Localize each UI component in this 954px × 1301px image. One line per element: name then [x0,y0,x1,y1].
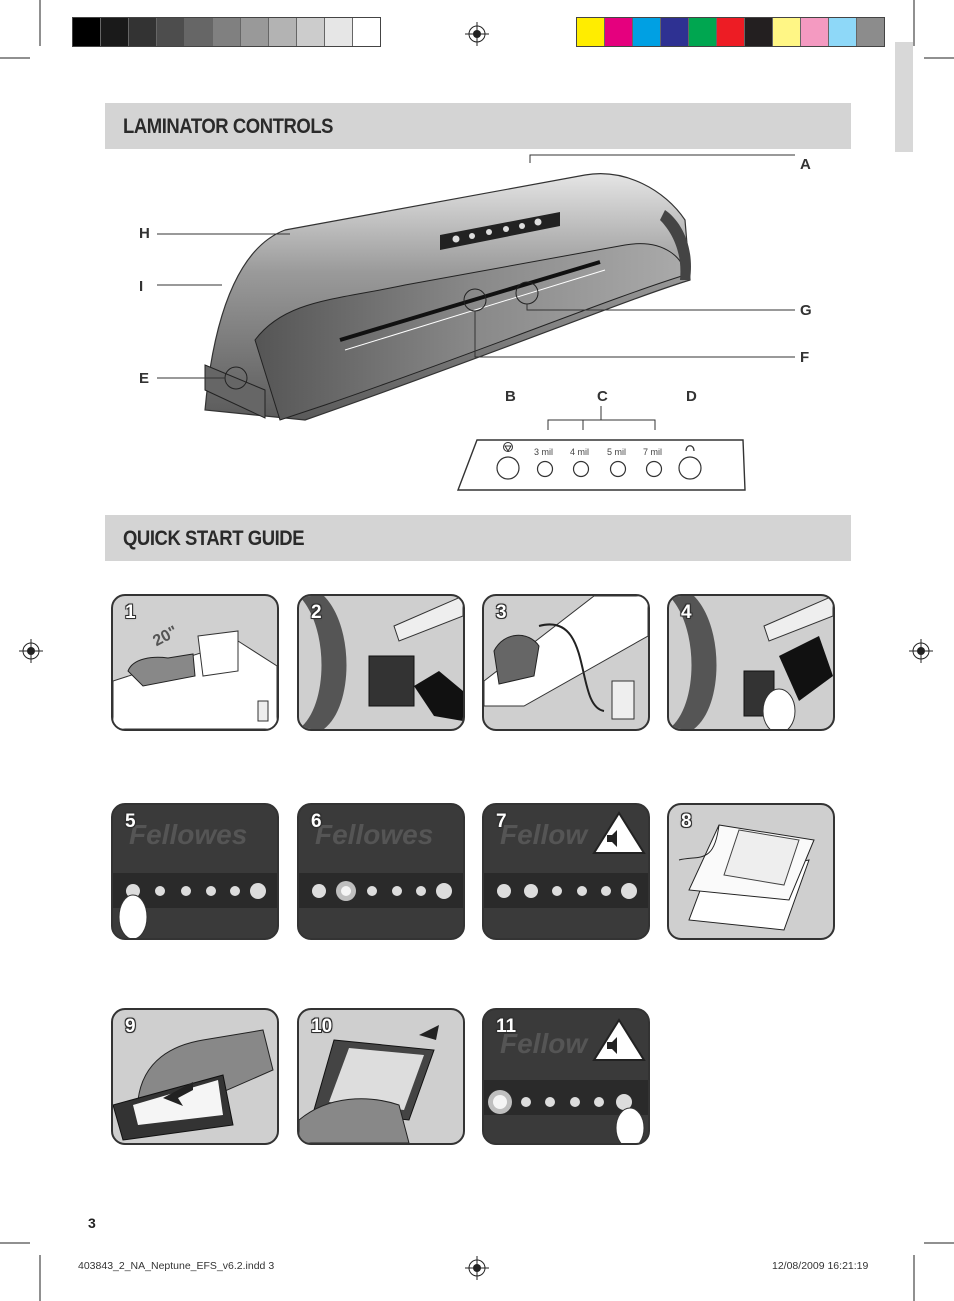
callout-h: H [139,225,150,242]
fellowes-logo-5: Fellowes [129,819,248,850]
fellowes-logo-6: Fellowes [315,819,434,850]
registration-mark-top [465,22,489,46]
fellowes-logo-7: Fellow [500,819,588,850]
step-8-number: 8 [681,811,692,832]
color-swatch [577,18,605,46]
step-9-number: 9 [125,1016,136,1037]
registration-mark-right [909,639,933,663]
thickness-5mil-label: 5 mil [607,447,627,457]
standby-heat-icon [503,442,513,452]
step-4-panel: 4 [667,594,835,731]
controls-section-header: LAMINATOR CONTROLS [105,103,851,149]
laminator-illustration [157,154,795,491]
color-swatch [829,18,857,46]
gray-color-bar [72,17,381,47]
color-swatch [745,18,773,46]
callout-d: D [686,388,697,405]
callout-i: I [139,278,144,295]
quick-start-section-header: QUICK START GUIDE [105,515,851,561]
callout-a: A [800,156,811,173]
registration-mark-bottom [465,1256,489,1280]
gray-swatch [213,18,241,46]
color-swatch [857,18,884,46]
gray-swatch [157,18,185,46]
audio-alert-icon [592,811,646,854]
step-9-panel: 9 [111,1008,279,1145]
quick-start-section-title: QUICK START GUIDE [123,527,305,550]
gray-swatch [325,18,353,46]
step-3-number: 3 [496,602,507,623]
step-2-panel: 2 [297,594,465,731]
gray-swatch [185,18,213,46]
gray-swatch [297,18,325,46]
step-10-number: 10 [311,1016,333,1037]
step-3-panel: 3 [482,594,650,731]
page-number: 3 [88,1215,96,1231]
controls-section-title: LAMINATOR CONTROLS [123,115,334,138]
file-name: 403843_2_NA_Neptune_EFS_v6.2.indd 3 [78,1260,275,1272]
callout-b: B [505,388,516,405]
color-swatch [717,18,745,46]
callout-e: E [139,370,150,387]
thickness-3mil-label: 3 mil [534,447,554,457]
thickness-4mil-label: 4 mil [570,447,590,457]
registration-mark-left [19,639,43,663]
step-1-number: 1 [125,602,136,623]
color-swatch [605,18,633,46]
step-6-number: 6 [311,811,322,832]
step-10-panel: 10 [297,1008,465,1145]
process-color-bar [576,17,885,47]
timestamp: 12/08/2009 16:21:19 [772,1260,869,1272]
step-11-panel: 11 Fellow [482,1008,650,1145]
audio-alert-icon [592,1018,646,1061]
step-8-panel: 8 [667,803,835,940]
step-4-number: 4 [681,602,692,623]
color-swatch [633,18,661,46]
gray-swatch [129,18,157,46]
reverse-icon [685,445,695,452]
gray-swatch [241,18,269,46]
callout-f: F [800,349,810,366]
side-tab [895,42,913,152]
gray-swatch [73,18,101,46]
fellowes-logo-11: Fellow [500,1028,588,1059]
step-11-number: 11 [496,1016,517,1037]
gray-swatch [269,18,297,46]
step-5-panel: 5 Fellowes [111,803,279,940]
color-swatch [661,18,689,46]
color-swatch [773,18,801,46]
color-swatch [801,18,829,46]
gray-swatch [101,18,129,46]
gray-swatch [353,18,380,46]
step-2-number: 2 [311,602,322,623]
step-5-number: 5 [125,811,136,832]
thickness-7mil-label: 7 mil [643,447,663,457]
step-7-panel: 7 Fellow [482,803,650,940]
callout-g: G [800,302,812,319]
callout-c: C [597,388,608,405]
step-1-panel: 1 20" [111,594,279,731]
color-swatch [689,18,717,46]
step-7-number: 7 [496,811,507,832]
step-6-panel: 6 Fellowes [297,803,465,940]
